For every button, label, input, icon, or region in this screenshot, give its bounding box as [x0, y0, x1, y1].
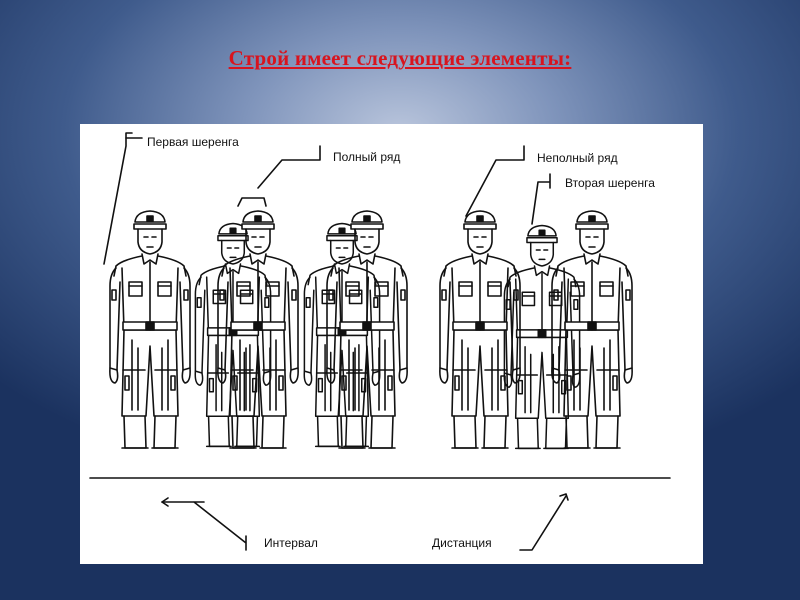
- formation-illustration: Первая шеренга Полный ряд Неполный ряд В…: [80, 124, 703, 564]
- soldier-first-rank-3: [326, 210, 408, 449]
- label-second-rank: Вторая шеренга: [564, 176, 656, 190]
- pointer-interval-arrow: [161, 497, 169, 507]
- soldier-first-rank-1: [109, 210, 191, 449]
- soldier-first-rank-4: [439, 210, 521, 449]
- soldier-second-rank-3: [503, 224, 581, 450]
- pointer-first-rank: [103, 132, 133, 265]
- pointer-distance: [519, 495, 567, 551]
- soldier-second-rank-2: [303, 222, 381, 448]
- slide-title: Строй имеет следующие элементы:: [228, 46, 572, 70]
- label-first-rank: Первая шеренга: [146, 135, 240, 149]
- soldier-first-rank-5: [551, 210, 633, 449]
- pointer-distance-arrow: [559, 493, 569, 501]
- label-full-row: Полный ряд: [332, 150, 402, 164]
- pointer-second-rank: [531, 173, 551, 225]
- soldier-first-rank-2: [217, 210, 299, 449]
- pointer-interval: [161, 501, 247, 551]
- pointer-full-row: [237, 145, 321, 207]
- soldier-second-rank-1: [194, 222, 272, 448]
- label-interval: Интервал: [263, 536, 319, 550]
- formation-drawing: [89, 132, 671, 551]
- pointer-incomplete-row: [465, 145, 525, 217]
- label-distance: Дистанция: [431, 536, 493, 550]
- label-incomplete-row: Неполный ряд: [536, 151, 619, 165]
